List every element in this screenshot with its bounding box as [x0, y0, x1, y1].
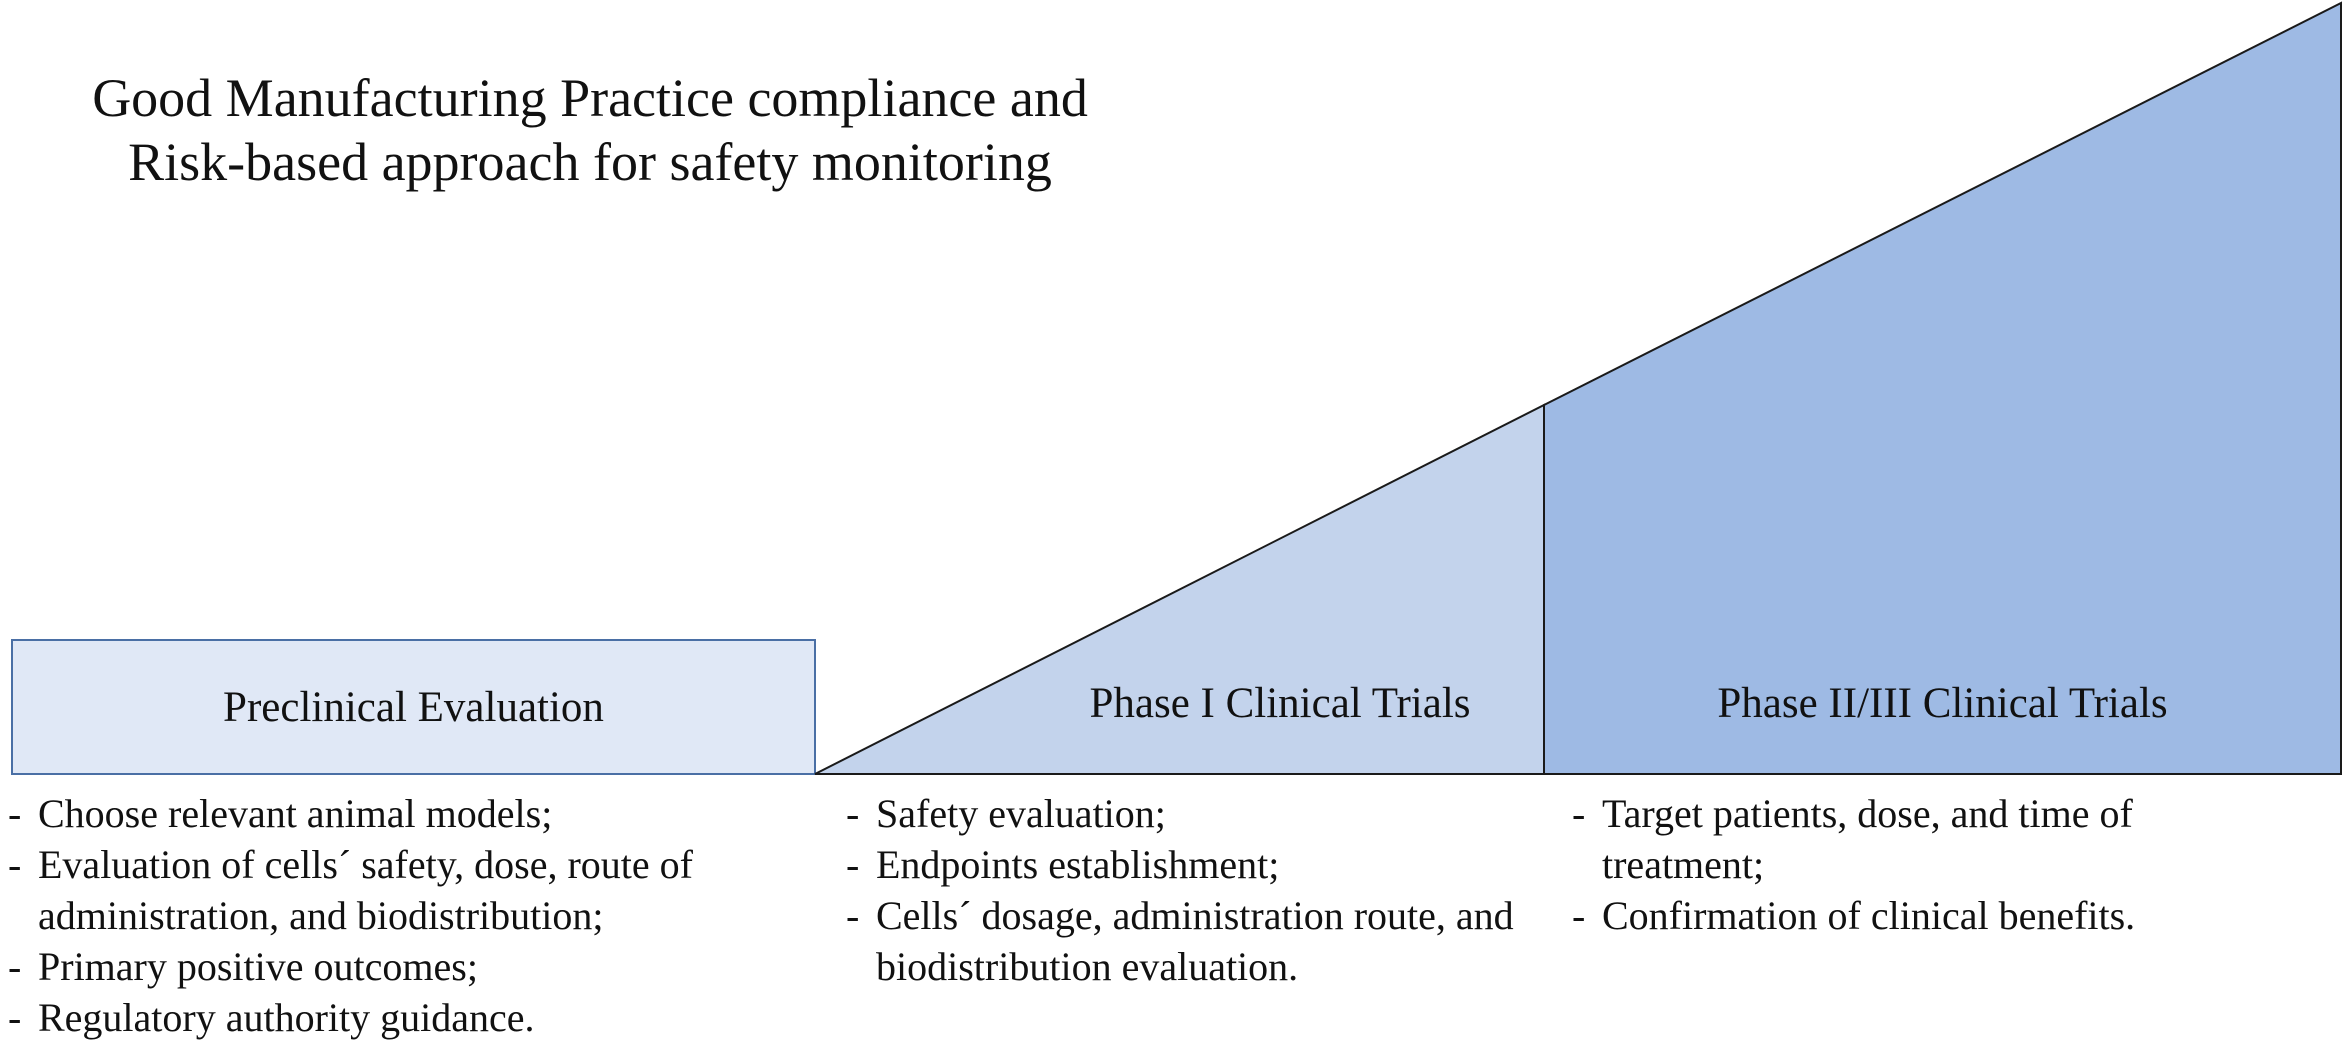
list-item: Regulatory authority guidance.: [8, 992, 768, 1043]
stage-label-phase23: Phase II/III Clinical Trials: [1717, 680, 2168, 727]
title-line-1: Good Manufacturing Practice compliance a…: [92, 68, 1088, 128]
list-item: Safety evaluation;: [846, 788, 1526, 839]
list-item: Endpoints establishment;: [846, 839, 1526, 890]
list-item: Confirmation of clinical benefits.: [1572, 890, 2272, 941]
stage-label-preclinical: Preclinical Evaluation: [223, 684, 604, 731]
list-item: Primary positive outcomes;: [8, 941, 768, 992]
title-line-2: Risk-based approach for safety monitorin…: [128, 132, 1052, 192]
list-item: Cells´ dosage, administration route, and…: [846, 890, 1526, 992]
phase1-item-list: Safety evaluation; Endpoints establishme…: [846, 788, 1526, 992]
diagram-title: Good Manufacturing Practice compliance a…: [60, 66, 1120, 194]
preclinical-evaluation-box: [11, 639, 816, 775]
list-item: Evaluation of cells´ safety, dose, route…: [8, 839, 768, 941]
stage-label-phase1: Phase I Clinical Trials: [1089, 680, 1471, 727]
list-item: Target patients, dose, and time of treat…: [1572, 788, 2272, 890]
list-item: Choose relevant animal models;: [8, 788, 768, 839]
preclinical-item-list: Choose relevant animal models; Evaluatio…: [8, 788, 768, 1043]
phase23-item-list: Target patients, dose, and time of treat…: [1572, 788, 2272, 941]
phase23-trapezoid-segment: [1543, 1, 2342, 775]
